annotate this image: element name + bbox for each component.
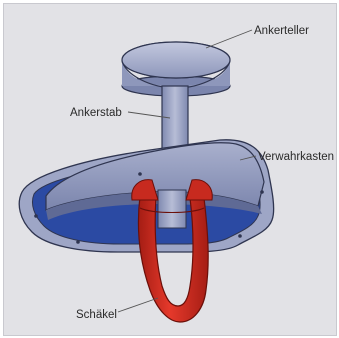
label-schaekel: Schäkel — [76, 309, 117, 321]
rod-stub — [158, 190, 186, 228]
label-ankerteller: Ankerteller — [254, 25, 309, 37]
leader-schaekel — [118, 298, 158, 312]
label-verwahrkasten: Verwahrkasten — [258, 151, 334, 163]
label-ankerstab: Ankerstab — [70, 107, 122, 119]
leader-ankerteller — [206, 30, 252, 48]
